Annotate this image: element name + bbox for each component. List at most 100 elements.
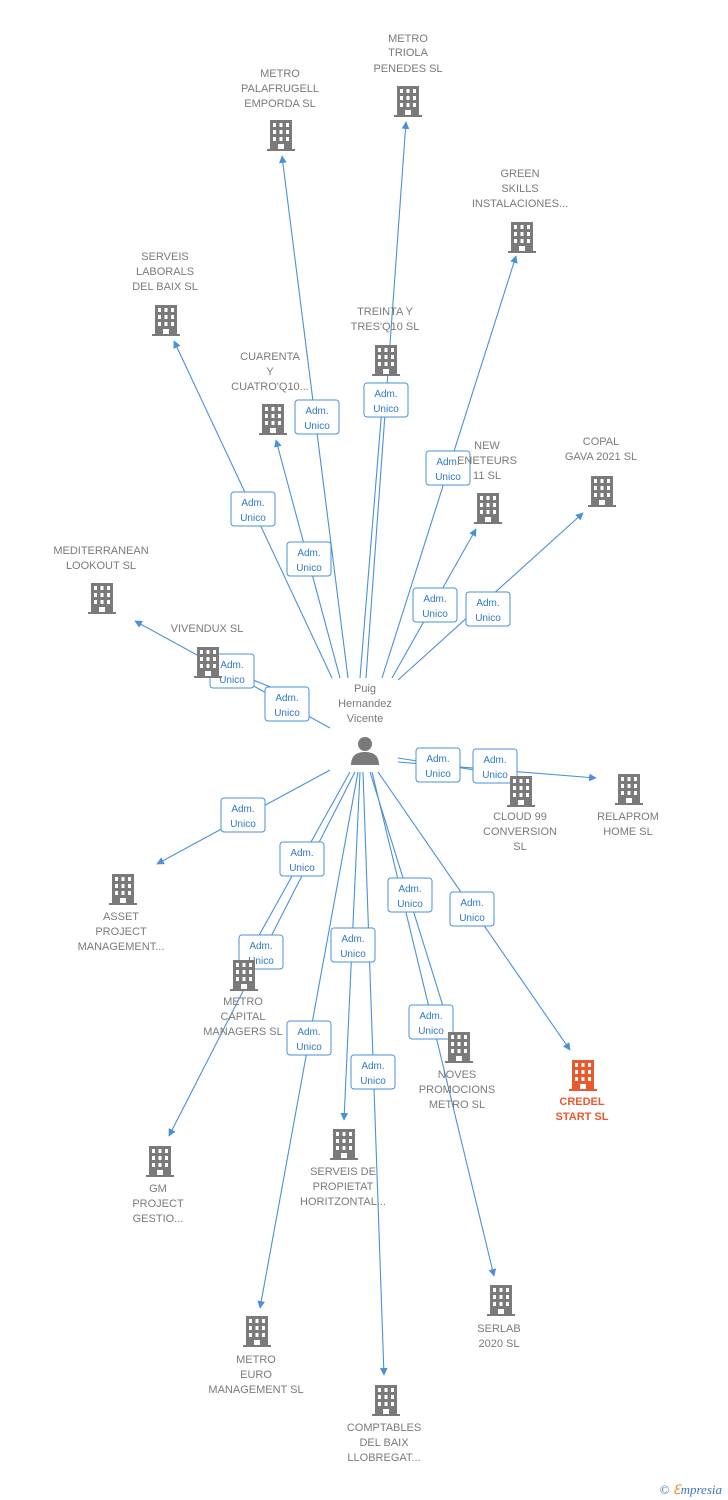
relation-badge[interactable]: Adm.Unico <box>412 587 458 623</box>
relation-badge-text: Adm. <box>290 848 313 859</box>
relation-badge-text: Adm. <box>361 1061 384 1072</box>
company-label: HORITZONTAL... <box>300 1196 386 1208</box>
relation-badge-text: Unico <box>289 863 315 874</box>
edge-treinta-tres <box>359 382 388 679</box>
relation-badge[interactable]: Adm. Unico <box>286 1020 332 1056</box>
company-label: SKILLS <box>501 183 538 195</box>
company-label: TRES'Q10 SL <box>351 321 420 333</box>
relation-badge-text: Adm. <box>460 898 483 909</box>
company-label: CLOUD 99 <box>493 811 547 823</box>
building-icon <box>243 1316 271 1347</box>
relation-badge[interactable]: Adm.Unico <box>230 491 276 527</box>
relation-badge[interactable]: Adm.Unico <box>425 450 471 486</box>
company-node-gm-project[interactable]: GMPROJECTGESTIO... <box>132 1146 184 1225</box>
relation-badge[interactable]: Adm.Unico <box>415 747 461 783</box>
company-label: MANAGEMENT SL <box>208 1384 303 1396</box>
relation-badge-text: Unico <box>422 609 448 620</box>
relation-badge[interactable]: Adm.Unico <box>220 797 266 833</box>
company-label: SERVEIS DE <box>310 1166 376 1178</box>
relation-badge-text: Unico <box>418 1026 444 1037</box>
relation-badge[interactable]: Adm.Unico <box>286 541 332 577</box>
relation-badge[interactable]: Adm.Unico <box>465 591 511 627</box>
company-label: START SL <box>556 1111 609 1123</box>
company-label: METRO <box>388 33 428 45</box>
company-label: MEDITERRANEAN <box>53 545 148 557</box>
relation-badge-box <box>412 587 458 623</box>
relation-badge[interactable]: Adm. Unico <box>294 399 340 435</box>
relation-badge-text: Unico <box>304 421 330 432</box>
company-node-cuarenta-cuatro[interactable]: CUARENTAYCUATRO'Q10... <box>231 351 309 435</box>
relation-badge-text: Adm. <box>220 660 243 671</box>
company-label: NEW <box>474 440 500 452</box>
relation-badge-text: Unico <box>482 770 508 781</box>
relation-badge[interactable]: Adm.Unico <box>330 927 376 963</box>
relation-badge[interactable]: Adm. Unico <box>408 1004 454 1040</box>
brand-logo-letter: ℇ <box>672 1482 681 1497</box>
company-label: PROJECT <box>132 1198 184 1210</box>
relation-badge-text: Unico <box>397 899 423 910</box>
company-label: DEL BAIX <box>359 1437 409 1449</box>
company-node-green-skills[interactable]: GREENSKILLSINSTALACIONES... <box>472 168 568 253</box>
relation-badge-text: Adm. <box>419 1011 442 1022</box>
relation-badge[interactable]: Adm.Unico <box>363 382 409 418</box>
company-label: TRIOLA <box>388 47 428 59</box>
company-label: MANAGERS SL <box>203 1026 282 1038</box>
company-label: METRO <box>236 1354 276 1366</box>
relation-badge-text: Unico <box>373 404 399 415</box>
person-name: Puig <box>354 683 376 695</box>
relation-badge[interactable]: Adm. Unico <box>387 877 433 913</box>
building-icon <box>445 1032 473 1063</box>
building-icon <box>487 1285 515 1316</box>
company-node-metro-palafrugell[interactable]: METRO PALAFRUGELL EMPORDA SL <box>241 68 319 151</box>
company-label: METRO <box>260 68 300 80</box>
building-icon <box>588 476 616 507</box>
relation-badge-text: Adm. <box>249 941 272 952</box>
company-label: EMPORDA SL <box>244 98 316 110</box>
building-icon <box>394 86 422 117</box>
relation-badge-text: Unico <box>219 675 245 686</box>
relation-badge-text: Adm. <box>305 406 328 417</box>
company-label: GAVA 2021 SL <box>565 451 637 463</box>
company-node-serveis-propietat[interactable]: SERVEIS DE PROPIETAT HORITZONTAL... <box>300 1129 386 1208</box>
relation-badge-text: Adm. <box>398 884 421 895</box>
company-label: ENETEURS <box>457 455 517 467</box>
company-label: Y <box>266 366 274 378</box>
company-label: PROPIETAT <box>313 1181 374 1193</box>
relation-badge[interactable]: Adm. Unico <box>279 841 325 877</box>
relation-badge-text: Adm. <box>297 1027 320 1038</box>
building-icon <box>194 647 222 678</box>
relation-badge-text: Adm. <box>241 498 264 509</box>
relation-badge[interactable]: Adm.Unico <box>449 891 495 927</box>
relation-badge[interactable]: Adm.Unico <box>350 1054 396 1090</box>
relation-badge[interactable]: Adm.Unico <box>472 748 518 784</box>
company-label: NOVES <box>438 1069 477 1081</box>
company-label: CUATRO'Q10... <box>231 381 309 393</box>
company-node-vivendux[interactable]: VIVENDUX SL <box>171 623 244 678</box>
building-icon <box>474 493 502 524</box>
building-icon <box>267 120 295 151</box>
company-node-asset-project[interactable]: ASSETPROJECTMANAGEMENT... <box>78 874 165 953</box>
building-icon <box>569 1060 597 1091</box>
relation-badge-text: Unico <box>248 956 274 967</box>
company-label: PALAFRUGELL <box>241 83 319 95</box>
person-icon <box>351 737 379 765</box>
relation-badge[interactable]: Adm.Unico <box>264 686 310 722</box>
relation-badge-text: Unico <box>296 1042 322 1053</box>
company-label: VIVENDUX SL <box>171 623 244 635</box>
